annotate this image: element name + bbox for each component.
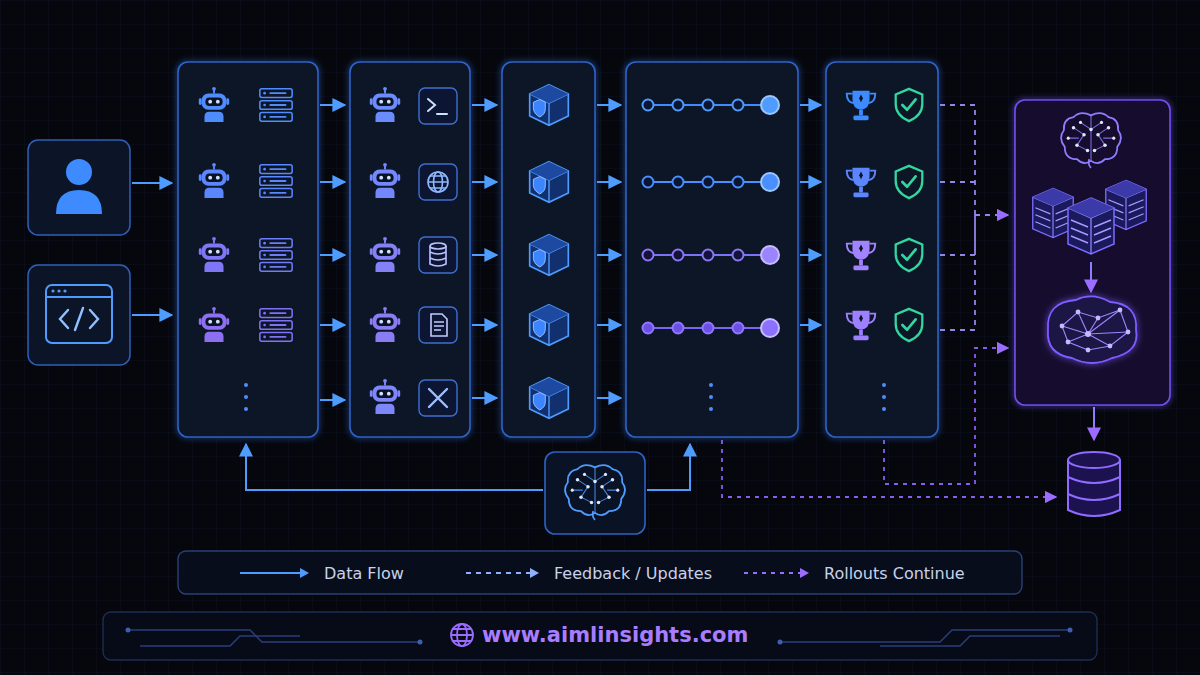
url-bar	[103, 612, 1097, 660]
flow-arrows	[320, 105, 821, 400]
legend-text: Rollouts Continue	[824, 564, 965, 583]
policy-update-loop	[246, 444, 690, 534]
input-boxes	[28, 140, 172, 365]
legend-text: Data Flow	[324, 564, 404, 583]
legend-bar	[178, 551, 1022, 594]
legend-sample	[744, 566, 816, 580]
agent-column	[199, 87, 292, 411]
legend-sample	[466, 566, 546, 580]
column-panels	[178, 62, 1170, 437]
legend-text: Feedback / Updates	[554, 564, 712, 583]
feedback-lines	[940, 105, 1008, 330]
trainer-panel	[1033, 113, 1146, 516]
legend-item: Feedback / Updates	[466, 558, 712, 588]
legend-item: Data Flow	[240, 558, 404, 588]
tool-column	[370, 87, 457, 416]
sandbox-column	[530, 85, 569, 418]
rollout-lines	[722, 348, 1056, 497]
legend-sample	[240, 566, 316, 580]
reward-column	[847, 89, 923, 411]
legend-item: Rollouts Continue	[744, 558, 965, 588]
trajectory-column	[643, 96, 780, 411]
website-label: www.aimlinsights.com	[482, 623, 748, 647]
